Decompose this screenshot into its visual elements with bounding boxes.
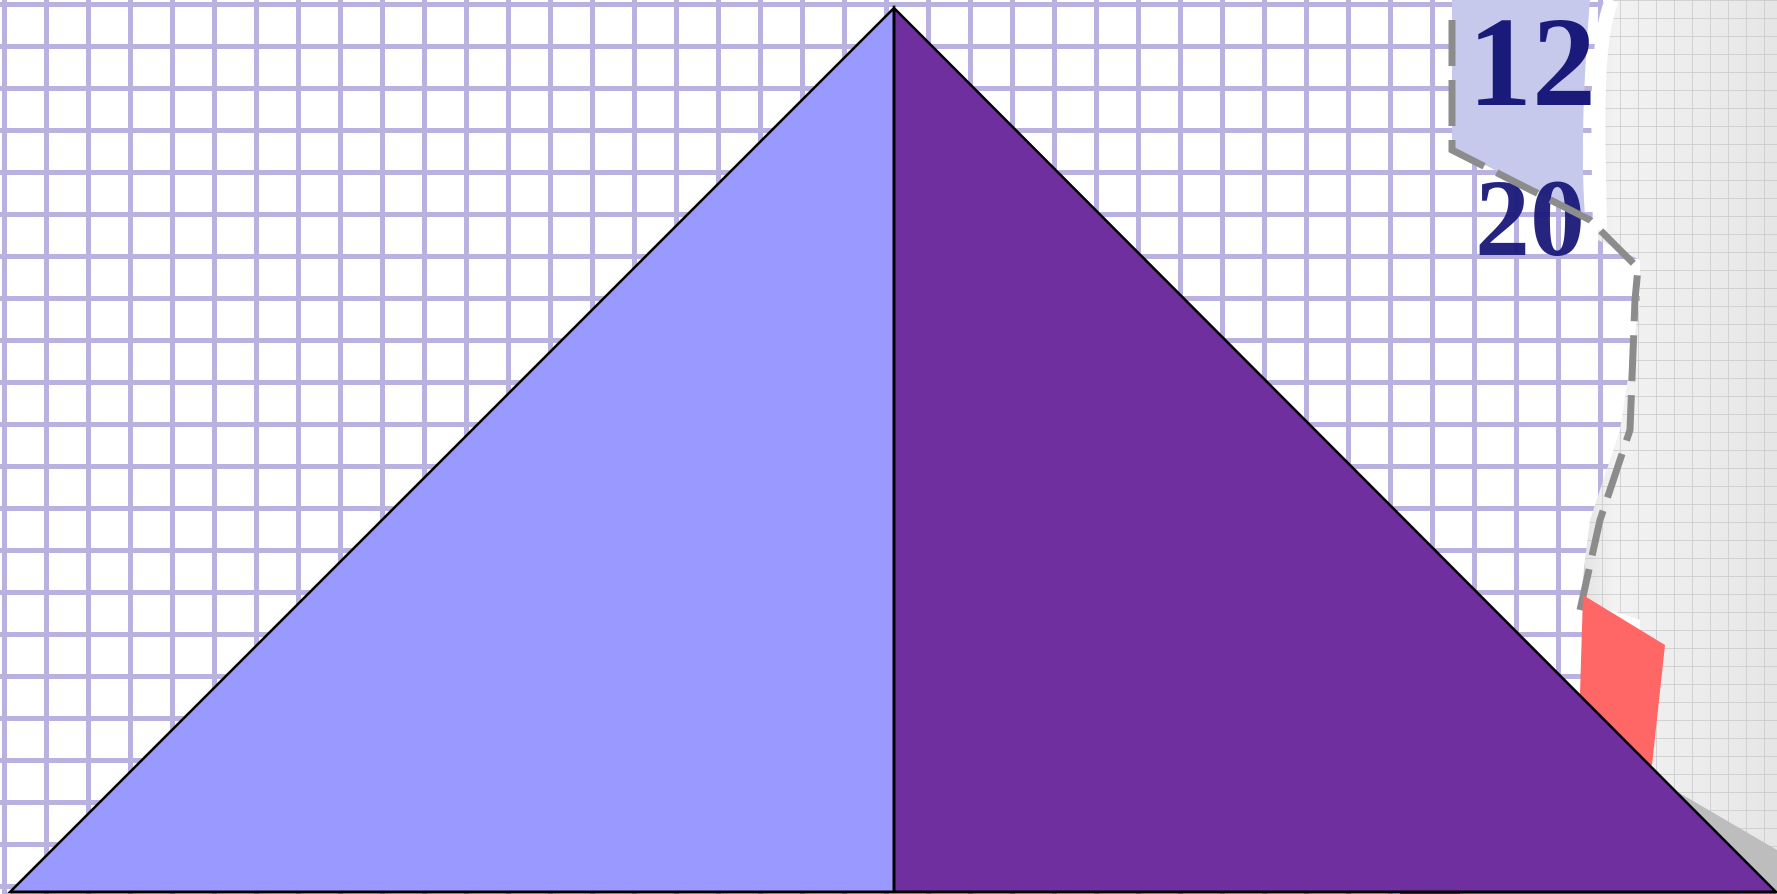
number-fragment-12: 12 — [1468, 0, 1596, 133]
left-half-triangle — [10, 8, 894, 892]
number-fragment-lower: 20 — [1475, 157, 1585, 279]
